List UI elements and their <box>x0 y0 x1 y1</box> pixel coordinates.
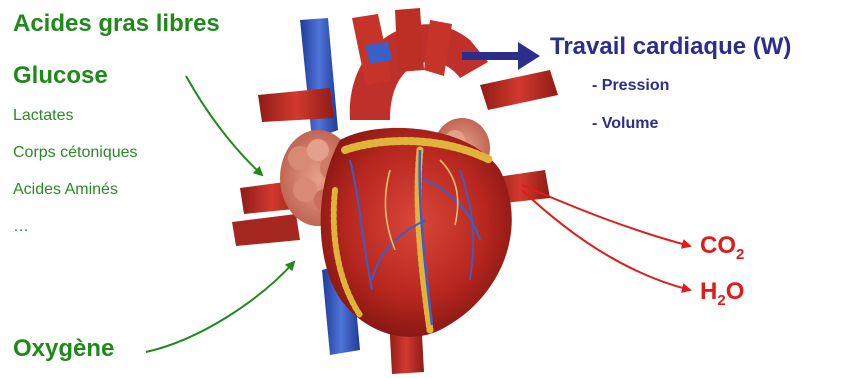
label-cardiac-work: Travail cardiaque (W) <box>550 33 791 61</box>
label-oxygen: Oxygène <box>13 335 114 363</box>
label-ketone-bodies: Corps cétoniques <box>13 144 138 162</box>
label-h2o: H2O <box>700 278 744 306</box>
pulmonary-vessel-right <box>480 70 558 110</box>
pulmonary-vessel-left <box>258 88 334 122</box>
label-glucose: Glucose <box>13 62 108 90</box>
h2o-subscript: 2 <box>717 292 725 309</box>
label-volume: - Volume <box>592 115 658 133</box>
label-fatty-acids: Acides gras libres <box>13 10 220 38</box>
co2-main: CO <box>700 232 736 259</box>
vena-cava-superior <box>300 18 338 140</box>
label-co2: CO2 <box>700 232 744 260</box>
glucose-arrow-icon <box>186 76 262 175</box>
label-amino-acids: Acides Aminés <box>13 181 118 199</box>
label-pressure: - Pression <box>592 77 669 95</box>
co2-subscript: 2 <box>736 246 744 263</box>
label-lactates: Lactates <box>13 107 73 125</box>
h2o-arrow-icon <box>522 190 690 290</box>
label-ellipsis: … <box>13 218 29 236</box>
h2o-tail: O <box>726 278 745 305</box>
h2o-main: H <box>700 278 717 305</box>
oxygen-arrow-icon <box>146 262 294 352</box>
